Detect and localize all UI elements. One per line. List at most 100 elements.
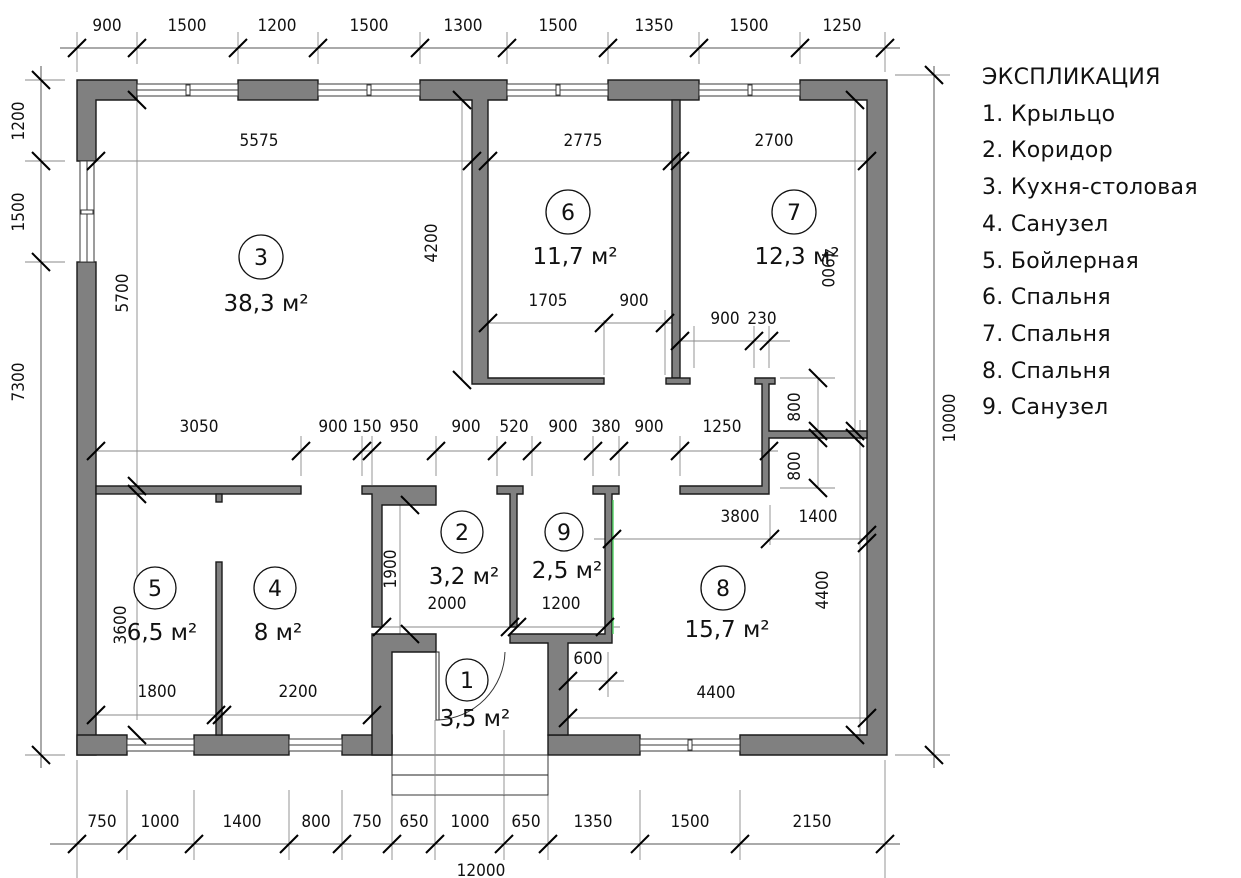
dim-right-total: 10000 bbox=[940, 394, 960, 443]
room-area: 12,3 м² bbox=[754, 244, 839, 270]
room-area: 3,2 м² bbox=[429, 564, 499, 590]
dimension-tick bbox=[86, 705, 106, 725]
dimension-tick bbox=[400, 495, 420, 515]
dim-room7-b: 230 bbox=[747, 309, 776, 329]
dim-closet-upper: 800 bbox=[785, 392, 805, 421]
dimension-ticks bbox=[31, 38, 944, 854]
legend-item: 2. Коридор bbox=[982, 138, 1113, 164]
dimension-tick bbox=[790, 38, 810, 58]
dim-corridor-4: 950 bbox=[389, 417, 418, 437]
dimension-tick bbox=[31, 151, 51, 171]
dimension-tick bbox=[400, 624, 420, 644]
dim-corridor-7: 900 bbox=[548, 417, 577, 437]
dimension-tick bbox=[670, 441, 690, 461]
dimension-tick bbox=[845, 428, 865, 448]
dimension-tick bbox=[410, 38, 430, 58]
dim-room5-width: 1800 bbox=[138, 682, 177, 702]
dim-room3-height: 5700 bbox=[113, 274, 133, 313]
dimension-tick bbox=[184, 834, 204, 854]
legend-item: 7. Спальня bbox=[982, 321, 1111, 347]
dimension-tick bbox=[924, 65, 944, 85]
dim-top-6: 1500 bbox=[539, 16, 578, 36]
dim-bottom-3: 1400 bbox=[223, 812, 262, 832]
room-number: 1 bbox=[460, 669, 474, 694]
room-2: 2 3,2 м² bbox=[429, 510, 499, 590]
legend-item: 1. Крыльцо bbox=[982, 101, 1116, 127]
room-number: 9 bbox=[557, 521, 571, 546]
dimension-tick bbox=[67, 834, 87, 854]
dimension-tick bbox=[497, 38, 517, 58]
dimension-tick bbox=[382, 834, 402, 854]
dim-closet-lower: 800 bbox=[785, 451, 805, 480]
legend-item: 8. Спальня bbox=[982, 358, 1111, 384]
dim-room2-height: 1900 bbox=[381, 550, 401, 589]
dimension-tick bbox=[86, 441, 106, 461]
dim-room3-width: 5575 bbox=[240, 131, 279, 151]
dimension-tick bbox=[478, 313, 498, 333]
dim-corridor-6: 520 bbox=[499, 417, 528, 437]
room-9: 9 2,5 м² bbox=[532, 512, 602, 584]
outer-wall-top-left bbox=[76, 79, 138, 162]
dim-room8-height: 4400 bbox=[813, 571, 833, 610]
legend-item: 9. Санузел bbox=[982, 395, 1109, 421]
room-8: 8 15,7 м² bbox=[684, 565, 770, 643]
dim-bottom-2: 1000 bbox=[141, 812, 180, 832]
dimension-tick bbox=[538, 834, 558, 854]
dimension-tick bbox=[127, 484, 147, 504]
windows bbox=[79, 83, 801, 752]
dimension-tick bbox=[598, 38, 618, 58]
dimension-tick bbox=[212, 705, 232, 725]
dimension-tick bbox=[875, 38, 895, 58]
dimension-tick bbox=[845, 421, 865, 441]
dimension-tick bbox=[372, 617, 392, 637]
dimension-tick bbox=[86, 151, 106, 171]
dim-bottom-6: 650 bbox=[399, 812, 428, 832]
dimension-tick bbox=[924, 745, 944, 765]
dim-corridor-5: 900 bbox=[451, 417, 480, 437]
dimension-tick bbox=[426, 441, 446, 461]
dim-room6-a: 1705 bbox=[529, 291, 568, 311]
dimension-tick bbox=[291, 441, 311, 461]
dimension-tick bbox=[31, 70, 51, 90]
dim-room8-a: 3800 bbox=[721, 507, 760, 527]
dimension-tick bbox=[730, 834, 750, 854]
dim-corridor-8: 380 bbox=[591, 417, 620, 437]
dimension-tick bbox=[595, 617, 615, 637]
dim-bottom-9: 1350 bbox=[574, 812, 613, 832]
dimension-tick bbox=[594, 313, 614, 333]
dim-bottom-8: 650 bbox=[511, 812, 540, 832]
dim-room2-width: 2000 bbox=[428, 594, 467, 614]
dimension-tick bbox=[845, 725, 865, 745]
room-area: 8 м² bbox=[254, 620, 303, 646]
dimension-tick bbox=[279, 834, 299, 854]
dim-top-2: 1500 bbox=[168, 16, 207, 36]
dimension-tick bbox=[500, 617, 520, 637]
dimension-tick bbox=[808, 478, 828, 498]
dimension-tick bbox=[494, 834, 514, 854]
legend-explication: ЭКСПЛИКАЦИЯ 1. Крыльцо 2. Коридор 3. Кух… bbox=[982, 60, 1198, 427]
room-area: 6,5 м² bbox=[127, 620, 197, 646]
room-number: 8 bbox=[716, 577, 730, 602]
dimension-tick bbox=[478, 151, 498, 171]
room-number: 2 bbox=[455, 521, 469, 546]
dim-room6-b: 900 bbox=[619, 291, 648, 311]
dim-room8-notch: 600 bbox=[573, 649, 602, 669]
dim-room7-height: 4900 bbox=[817, 249, 837, 288]
room-1: 1 3,5 м² bbox=[440, 658, 510, 732]
dimension-tick bbox=[127, 476, 147, 496]
legend-item: 6. Спальня bbox=[982, 285, 1111, 311]
dimension-tick bbox=[487, 441, 507, 461]
dimension-tick bbox=[206, 705, 226, 725]
room-number-circle bbox=[238, 234, 284, 280]
room-5: 5 6,5 м² bbox=[127, 566, 197, 646]
room-number: 6 bbox=[561, 201, 575, 226]
dim-corridor-3: 150 bbox=[352, 417, 381, 437]
dim-corridor-1: 3050 bbox=[180, 417, 219, 437]
room-3: 3 38,3 м² bbox=[223, 234, 309, 317]
dimension-tick bbox=[857, 533, 877, 553]
dimension-tick bbox=[352, 441, 372, 461]
dim-left-2: 1500 bbox=[9, 193, 29, 232]
dim-bottom-11: 2150 bbox=[793, 812, 832, 832]
dimension-tick bbox=[689, 38, 709, 58]
